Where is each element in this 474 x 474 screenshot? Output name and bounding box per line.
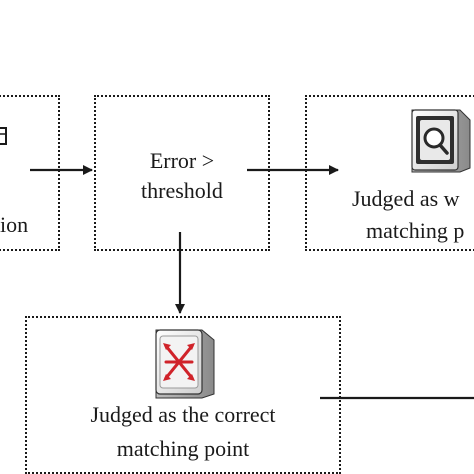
wrong-match-line1: Judged as w: [352, 186, 460, 211]
error-check-box: [94, 95, 270, 251]
error-check-line2: threshold: [141, 178, 223, 203]
correct-match-box: [25, 316, 341, 474]
left-partial-box: [0, 95, 60, 251]
cube-icon: [0, 127, 7, 145]
wrong-match-line2: matching p: [366, 218, 465, 243]
correct-match-line1: Judged as the correct: [90, 402, 276, 427]
wrong-match-box: [305, 95, 474, 251]
magnifier-cube-icon: [411, 109, 471, 173]
error-check-line1: Error >: [149, 148, 215, 173]
crossed-arrows-cube-icon: [155, 329, 215, 399]
left-partial-label: ion: [0, 212, 29, 237]
correct-match-line2: matching point: [116, 436, 250, 461]
